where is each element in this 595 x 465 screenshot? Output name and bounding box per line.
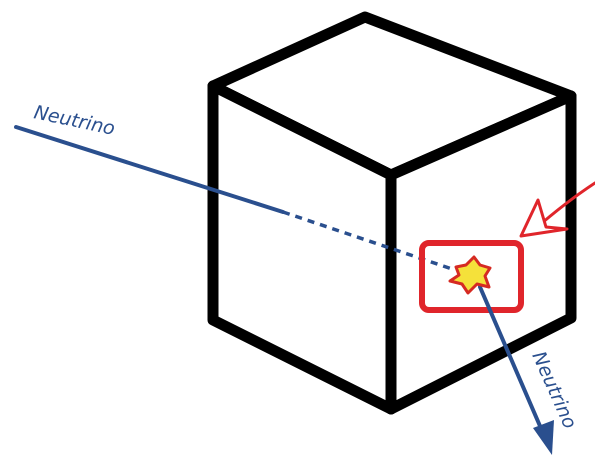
cube-right-face	[385, 90, 577, 415]
incoming-neutrino-track	[14, 125, 285, 214]
outgoing-neutrino-track	[478, 285, 545, 435]
detector-cube	[207, 11, 577, 415]
arrowhead-icon	[519, 198, 569, 238]
outgoing-neutrino	[478, 285, 554, 455]
interaction-highlight-box	[419, 240, 524, 313]
incoming-neutrino-hidden-track	[282, 210, 456, 272]
pointer-arrow	[519, 181, 595, 238]
outgoing-neutrino-arrowhead-icon	[533, 420, 554, 455]
star-icon	[448, 255, 492, 295]
